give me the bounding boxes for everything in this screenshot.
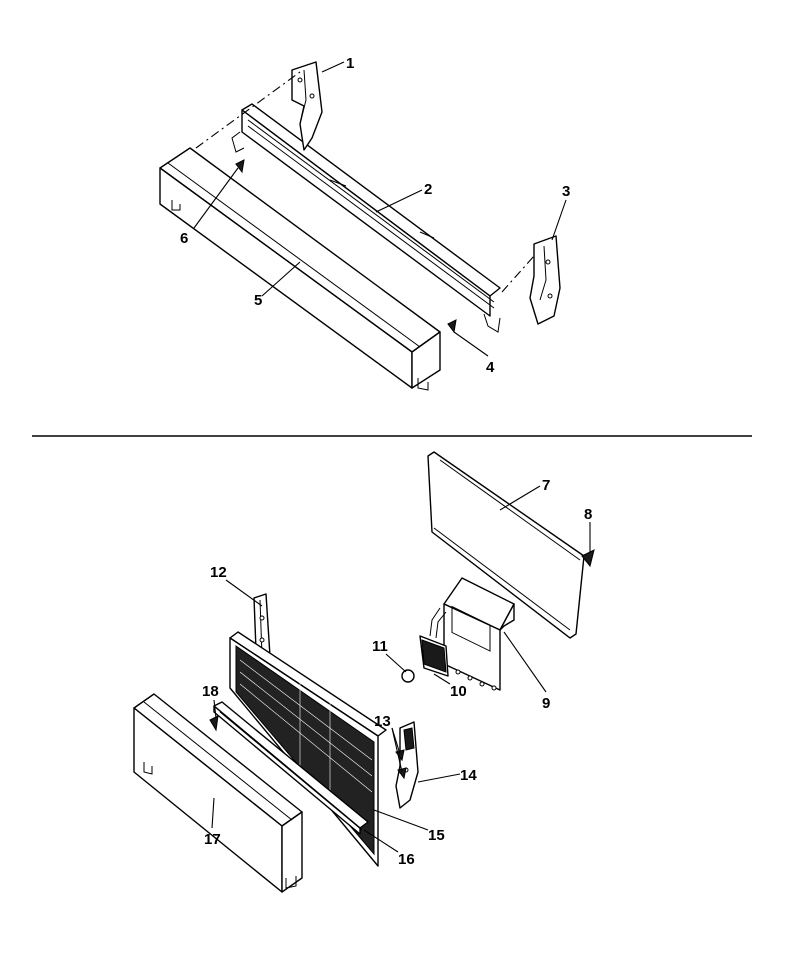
- callout-10: 10: [450, 683, 467, 700]
- callout-4: 4: [486, 359, 495, 376]
- part-3-right-end-bracket: [529, 235, 561, 325]
- callout-9: 9: [542, 695, 550, 712]
- part-6-screw: [235, 159, 245, 174]
- part-2-backguard-channel: [231, 103, 501, 333]
- part-1-left-end-bracket: [291, 61, 323, 151]
- part-10-module: [419, 607, 449, 677]
- part-11-nut: [401, 669, 415, 683]
- part-5-front-trim: [159, 147, 441, 391]
- callout-14: 14: [460, 767, 477, 784]
- alignment-line-left: [195, 71, 301, 149]
- callout-15: 15: [428, 827, 445, 844]
- callout-16: 16: [398, 851, 415, 868]
- part-17-front-trim: [133, 693, 303, 893]
- part-16-trim-strip: [213, 701, 369, 835]
- callout-7: 7: [542, 477, 550, 494]
- callout-1: 1: [346, 55, 354, 72]
- callout-5: 5: [254, 292, 262, 309]
- callout-12: 12: [210, 564, 227, 581]
- part-13-screws: [395, 749, 407, 780]
- part-14-right-end-bracket: [395, 721, 419, 809]
- part-9-control-bracket: [443, 577, 515, 691]
- part-8-screw: [581, 549, 595, 568]
- callout-8: 8: [584, 506, 592, 523]
- callout-11: 11: [372, 638, 388, 655]
- part-18-screw: [209, 715, 219, 732]
- callout-17: 17: [204, 831, 221, 848]
- part-4-screw: [447, 319, 457, 334]
- callout-13: 13: [374, 713, 391, 730]
- callout-3: 3: [562, 183, 570, 200]
- callout-18: 18: [202, 683, 219, 700]
- callout-2: 2: [424, 181, 432, 198]
- alignment-line-right: [501, 255, 535, 293]
- callout-6: 6: [180, 230, 188, 247]
- part-7-rear-panel: [427, 451, 585, 639]
